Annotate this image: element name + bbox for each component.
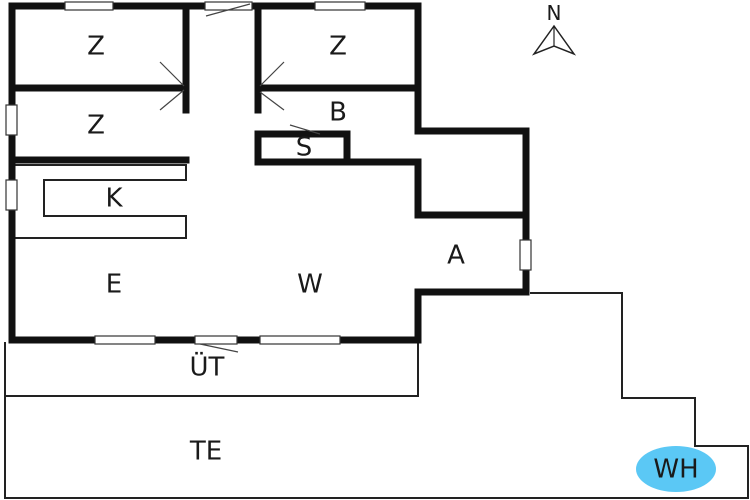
kitchen-counter (14, 164, 187, 239)
room-label-a: A (447, 241, 465, 271)
compass-label: N (547, 1, 562, 25)
terrace-outline (4, 292, 749, 499)
room-label-e: E (106, 270, 122, 300)
room-label-k: K (105, 184, 123, 214)
room-label-b: B (329, 98, 347, 128)
room-label-z1: Z (87, 32, 105, 62)
windows (5, 1, 532, 345)
room-label-ut: ÜT (190, 351, 225, 383)
room-label-z2: Z (329, 32, 347, 62)
interior-walls (8, 2, 530, 219)
room-label-s: S (296, 133, 313, 163)
hot-tub-label: WH (653, 455, 698, 485)
room-label-w: W (297, 270, 323, 300)
north-compass: N (531, 1, 577, 56)
hot-tub-icon (636, 446, 716, 492)
room-label-te: TE (189, 437, 222, 467)
door-swings (159, 3, 321, 353)
porch-outline (5, 342, 419, 397)
room-label-z3: Z (87, 111, 105, 141)
